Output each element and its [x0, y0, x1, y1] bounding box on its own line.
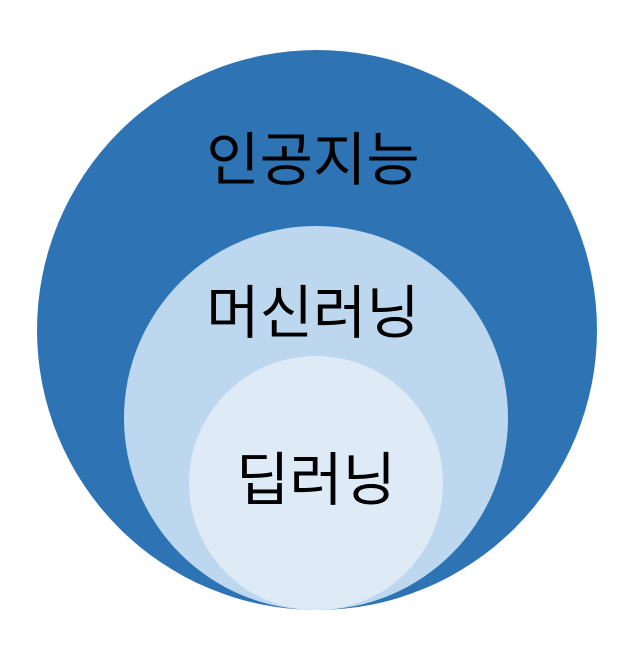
middle-label: 머신러닝: [206, 279, 419, 347]
inner-label: 딥러닝: [236, 446, 396, 514]
outer-label: 인공지능: [206, 126, 419, 194]
inner-circle: [189, 356, 443, 610]
